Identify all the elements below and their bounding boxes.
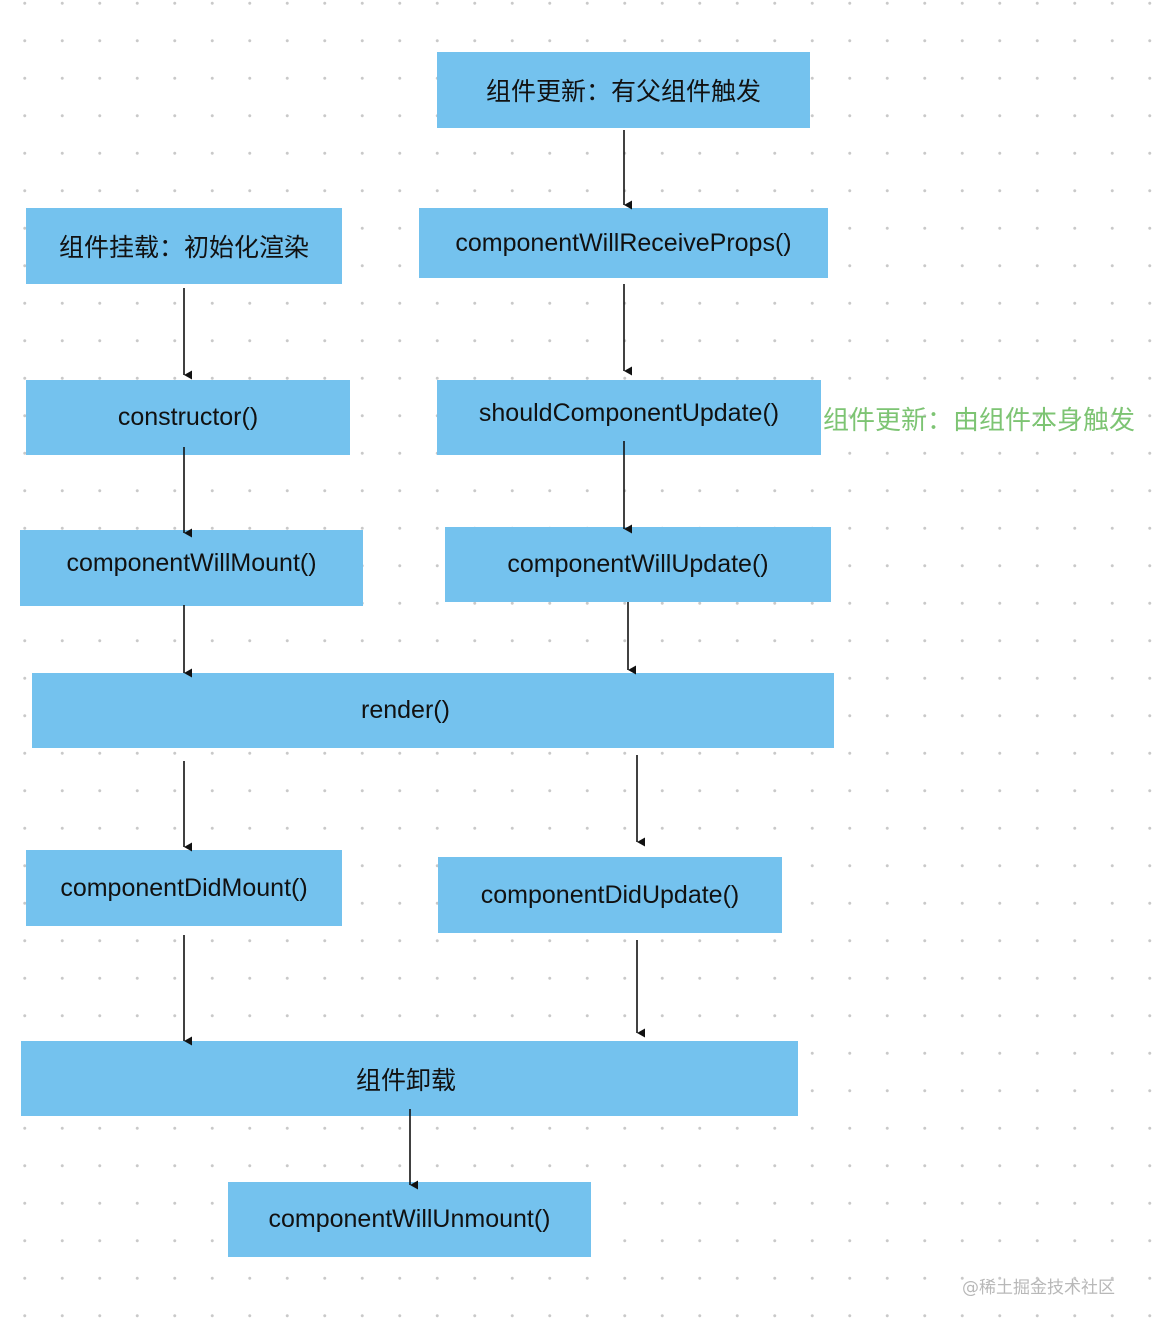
node-component-did-update: componentDidUpdate() (438, 857, 782, 933)
node-component-will-update: componentWillUpdate() (445, 527, 831, 602)
node-render: render() (32, 673, 834, 748)
node-constructor: constructor() (26, 380, 350, 455)
node-component-will-receive-props: componentWillReceiveProps() (419, 208, 828, 278)
node-label: componentWillReceiveProps() (455, 228, 792, 257)
node-component-will-unmount: componentWillUnmount() (228, 1182, 591, 1257)
node-unmount: 组件卸载 (21, 1041, 798, 1116)
node-update-from-parent: 组件更新：有父组件触发 (437, 52, 810, 128)
node-component-will-mount: componentWillMount() (20, 530, 363, 606)
watermark: @稀土掘金技术社区 (962, 1278, 1115, 1298)
node-label: 组件更新：有父组件触发 (485, 78, 761, 106)
self-triggered-update-note: 组件更新：由组件本身触发 (823, 406, 1136, 436)
node-mount: 组件挂载：初始化渲染 (26, 208, 342, 284)
node-label: 组件卸载 (356, 1066, 457, 1095)
node-label: componentWillUpdate() (507, 550, 769, 578)
node-label: componentDidUpdate() (480, 880, 740, 909)
node-label: 组件挂载：初始化渲染 (58, 234, 309, 262)
node-label: componentDidMount() (60, 873, 308, 902)
node-label: constructor() (117, 403, 259, 431)
node-label: render() (361, 696, 450, 724)
node-label: componentWillMount() (66, 548, 317, 577)
node-should-component-update: shouldComponentUpdate() (437, 380, 821, 455)
node-component-did-mount: componentDidMount() (26, 850, 342, 926)
node-label: componentWillUnmount() (268, 1205, 551, 1233)
node-label: shouldComponentUpdate() (478, 399, 780, 427)
